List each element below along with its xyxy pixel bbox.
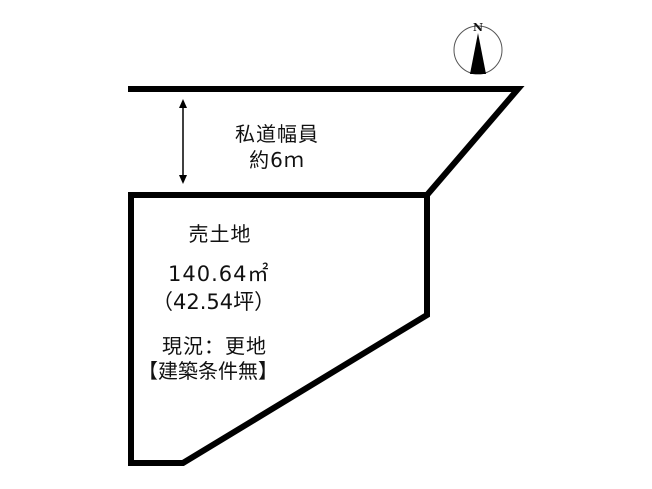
north-arrow-icon bbox=[453, 25, 503, 75]
compass-label: N bbox=[473, 21, 484, 34]
road-width-arrow bbox=[179, 99, 187, 184]
lot-area-tsubo: （42.54坪） bbox=[152, 290, 276, 314]
lot-area-sqm: 140.64㎡ bbox=[168, 262, 270, 286]
lot-outline bbox=[128, 192, 430, 466]
lot-status: 現況：更地 bbox=[162, 334, 267, 358]
road-title: 私道幅員 bbox=[235, 122, 319, 146]
lot-condition: 【建築条件無】 bbox=[138, 359, 278, 383]
lot-title: 売土地 bbox=[188, 222, 252, 246]
road-boundary bbox=[128, 86, 525, 197]
road-width: 約6ｍ bbox=[249, 148, 305, 172]
